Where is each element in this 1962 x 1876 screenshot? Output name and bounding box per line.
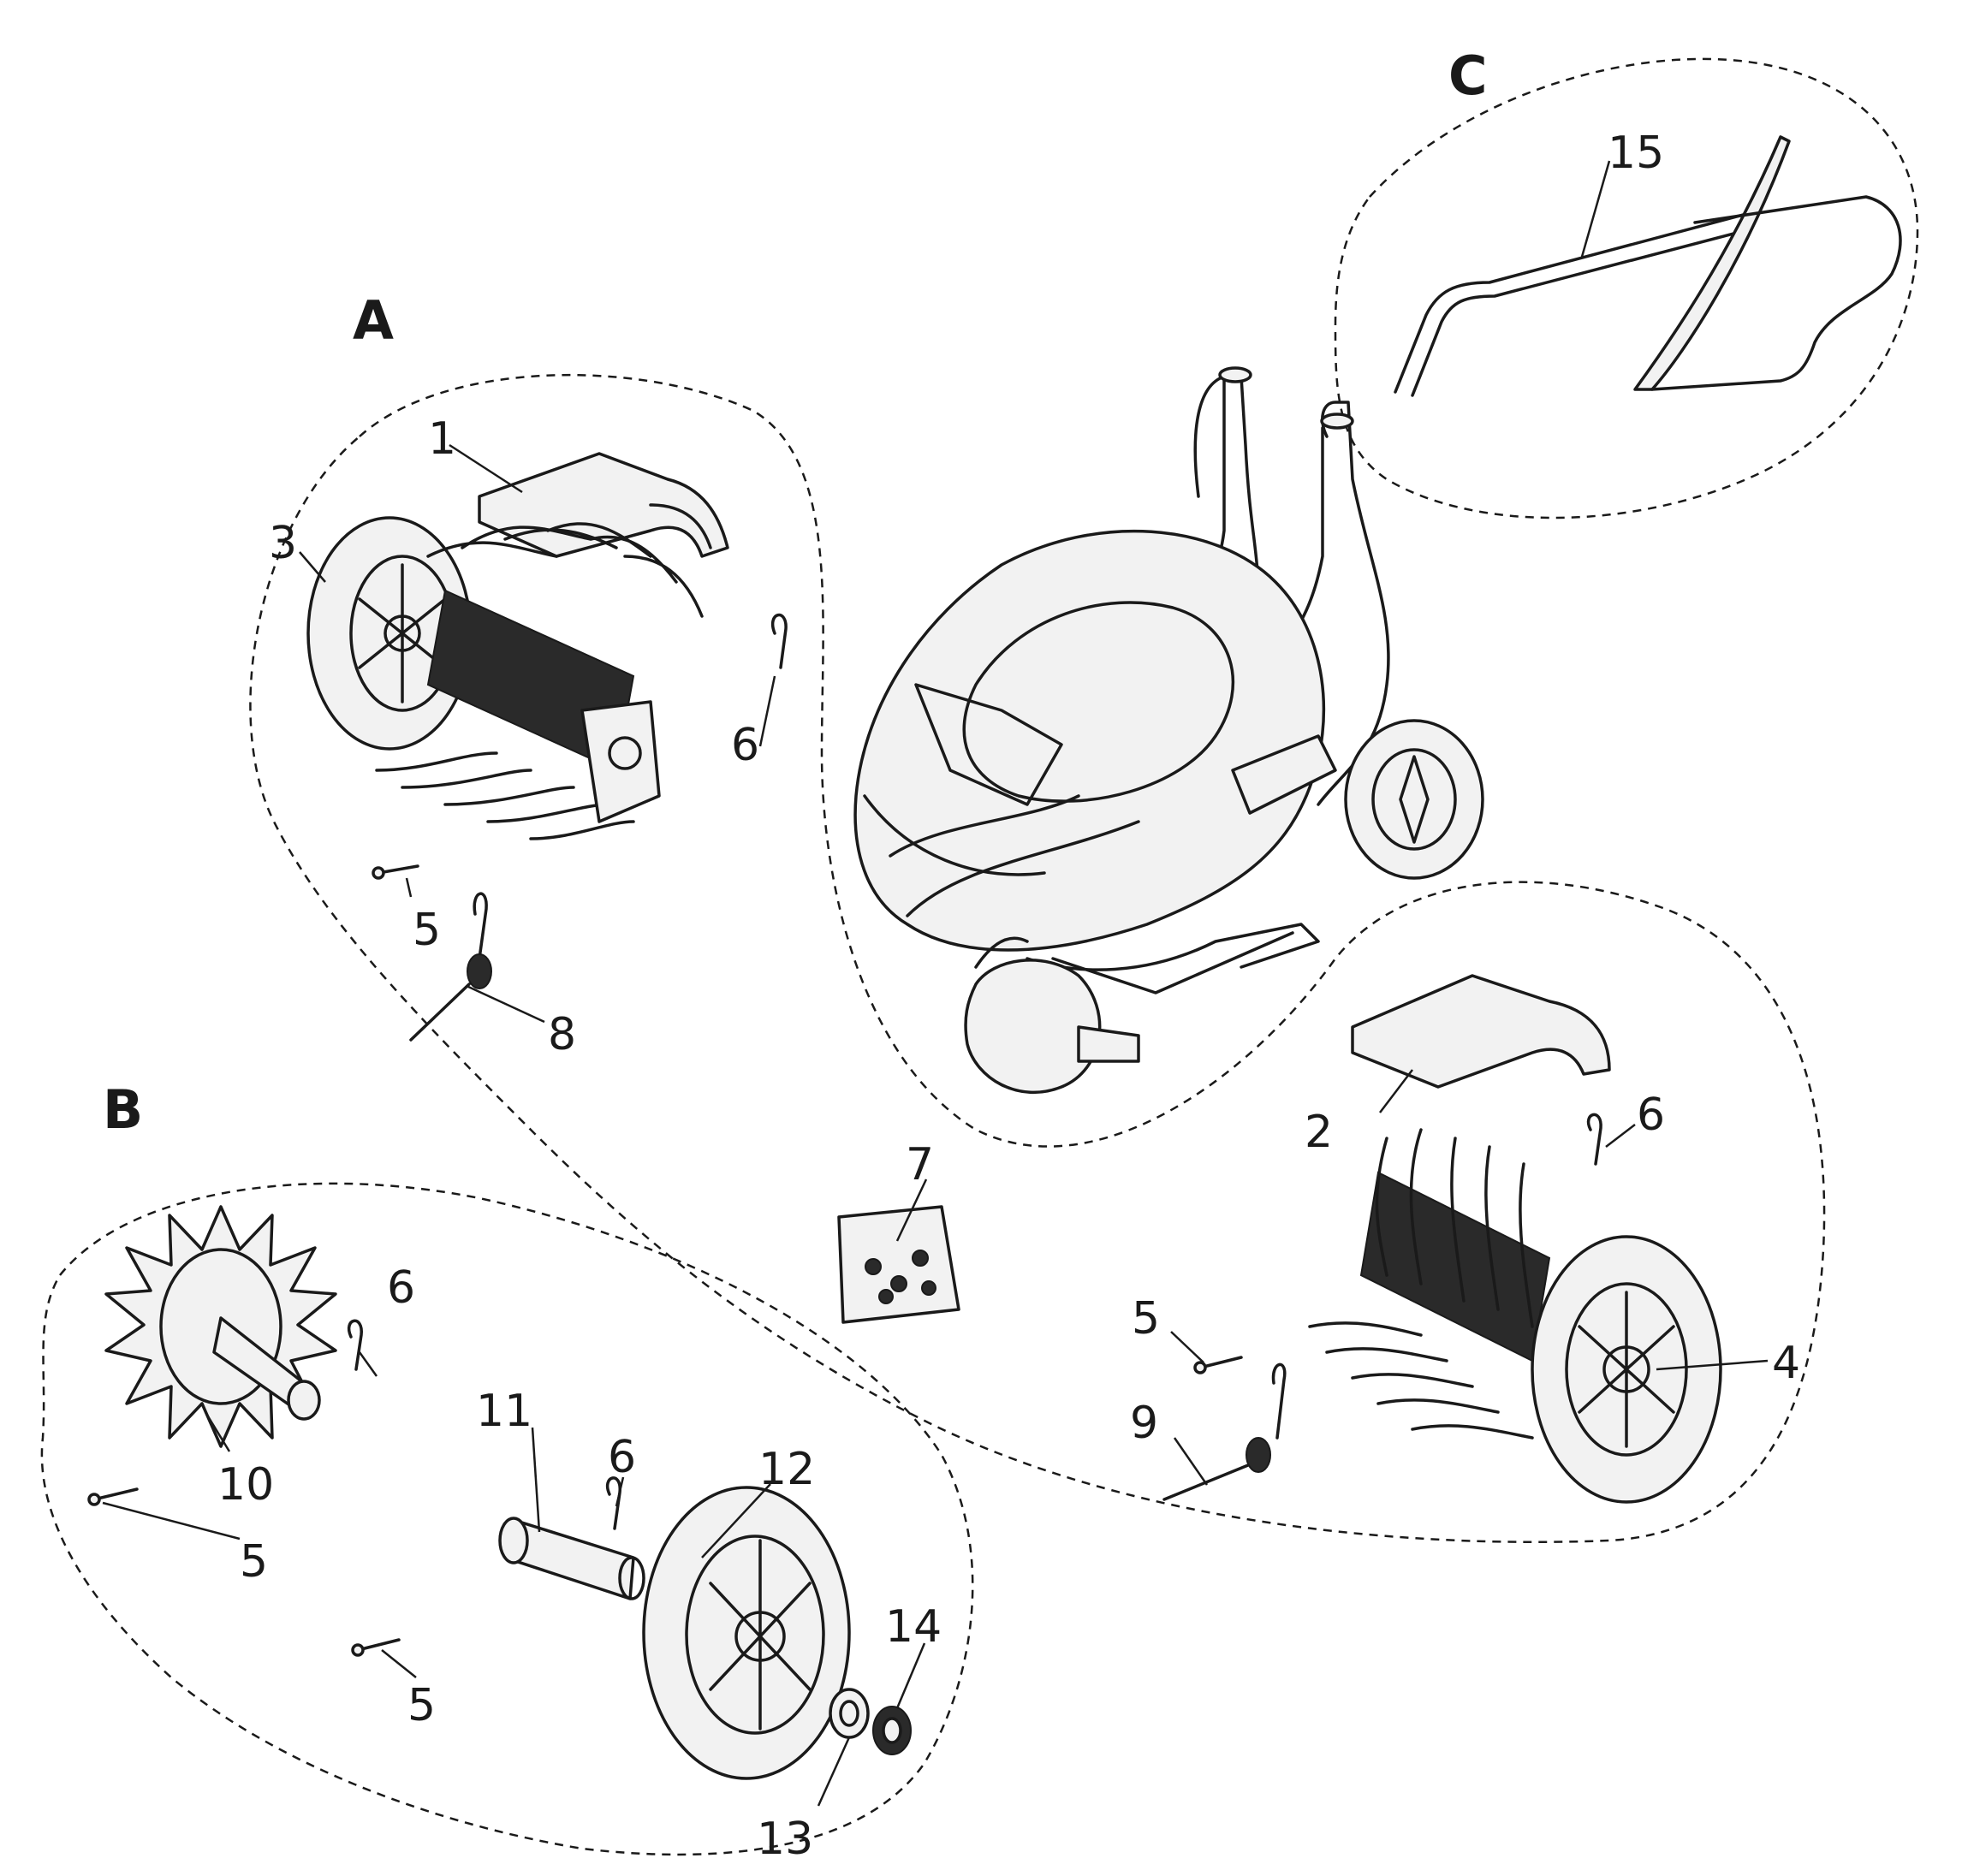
part-5-pin-c <box>87 1487 139 1506</box>
part-3-wheel-rotor <box>306 516 704 840</box>
callout-8: 8 <box>548 1009 576 1060</box>
callout-5a: 5 <box>413 905 441 956</box>
group-b-outline <box>40 1182 974 1856</box>
callout-7: 7 <box>906 1139 934 1190</box>
group-c-label: C <box>1448 45 1488 107</box>
callout-4: 4 <box>1772 1338 1800 1389</box>
callout-9: 9 <box>1130 1398 1158 1449</box>
part-13-washer <box>829 1688 870 1739</box>
group-a-outline <box>249 373 1826 1544</box>
callout-15: 15 <box>1608 128 1664 179</box>
callout-6d: 6 <box>608 1432 636 1483</box>
callout-6c: 6 <box>387 1262 415 1314</box>
callout-5d: 5 <box>407 1680 436 1731</box>
part-5-pin-b <box>1193 1356 1243 1374</box>
callout-14: 14 <box>885 1601 942 1653</box>
group-c-outline <box>1334 57 1919 519</box>
part-2-cover-plate <box>1351 974 1611 1089</box>
callout-10: 10 <box>217 1459 274 1511</box>
part-14-washer <box>872 1706 912 1755</box>
part-10-star-wheel <box>104 1205 337 1448</box>
callout-1: 1 <box>428 413 456 465</box>
part-9-spring <box>1162 1362 1287 1501</box>
callout-3: 3 <box>269 518 297 569</box>
callout-6b: 6 <box>1637 1089 1665 1141</box>
callout-12: 12 <box>758 1444 815 1495</box>
part-11-axle <box>498 1517 645 1600</box>
part-6-clip-a <box>771 613 788 669</box>
callout-6a: 6 <box>731 720 759 771</box>
part-4-wheel-rotor <box>1308 1128 1722 1504</box>
part-5-pin-a <box>372 864 419 880</box>
part-8-spring <box>409 892 492 1042</box>
group-b-label: B <box>103 1078 143 1141</box>
part-6-clip-b <box>1586 1113 1602 1166</box>
part-15-handle-bar <box>1394 135 1902 397</box>
part-6-clip-c <box>348 1319 363 1371</box>
scarifier-main-unit <box>853 366 1484 1095</box>
leader-lines <box>102 160 1769 1807</box>
part-5-pin-d <box>351 1638 401 1657</box>
group-a-label: A <box>353 289 394 352</box>
callout-13: 13 <box>757 1814 813 1865</box>
callout-5c: 5 <box>240 1536 268 1588</box>
callout-2: 2 <box>1305 1107 1333 1158</box>
callout-11: 11 <box>476 1386 532 1437</box>
part-12-wheel <box>642 1486 851 1780</box>
callout-5b: 5 <box>1132 1293 1160 1345</box>
part-7-hardware-bag <box>837 1205 960 1324</box>
